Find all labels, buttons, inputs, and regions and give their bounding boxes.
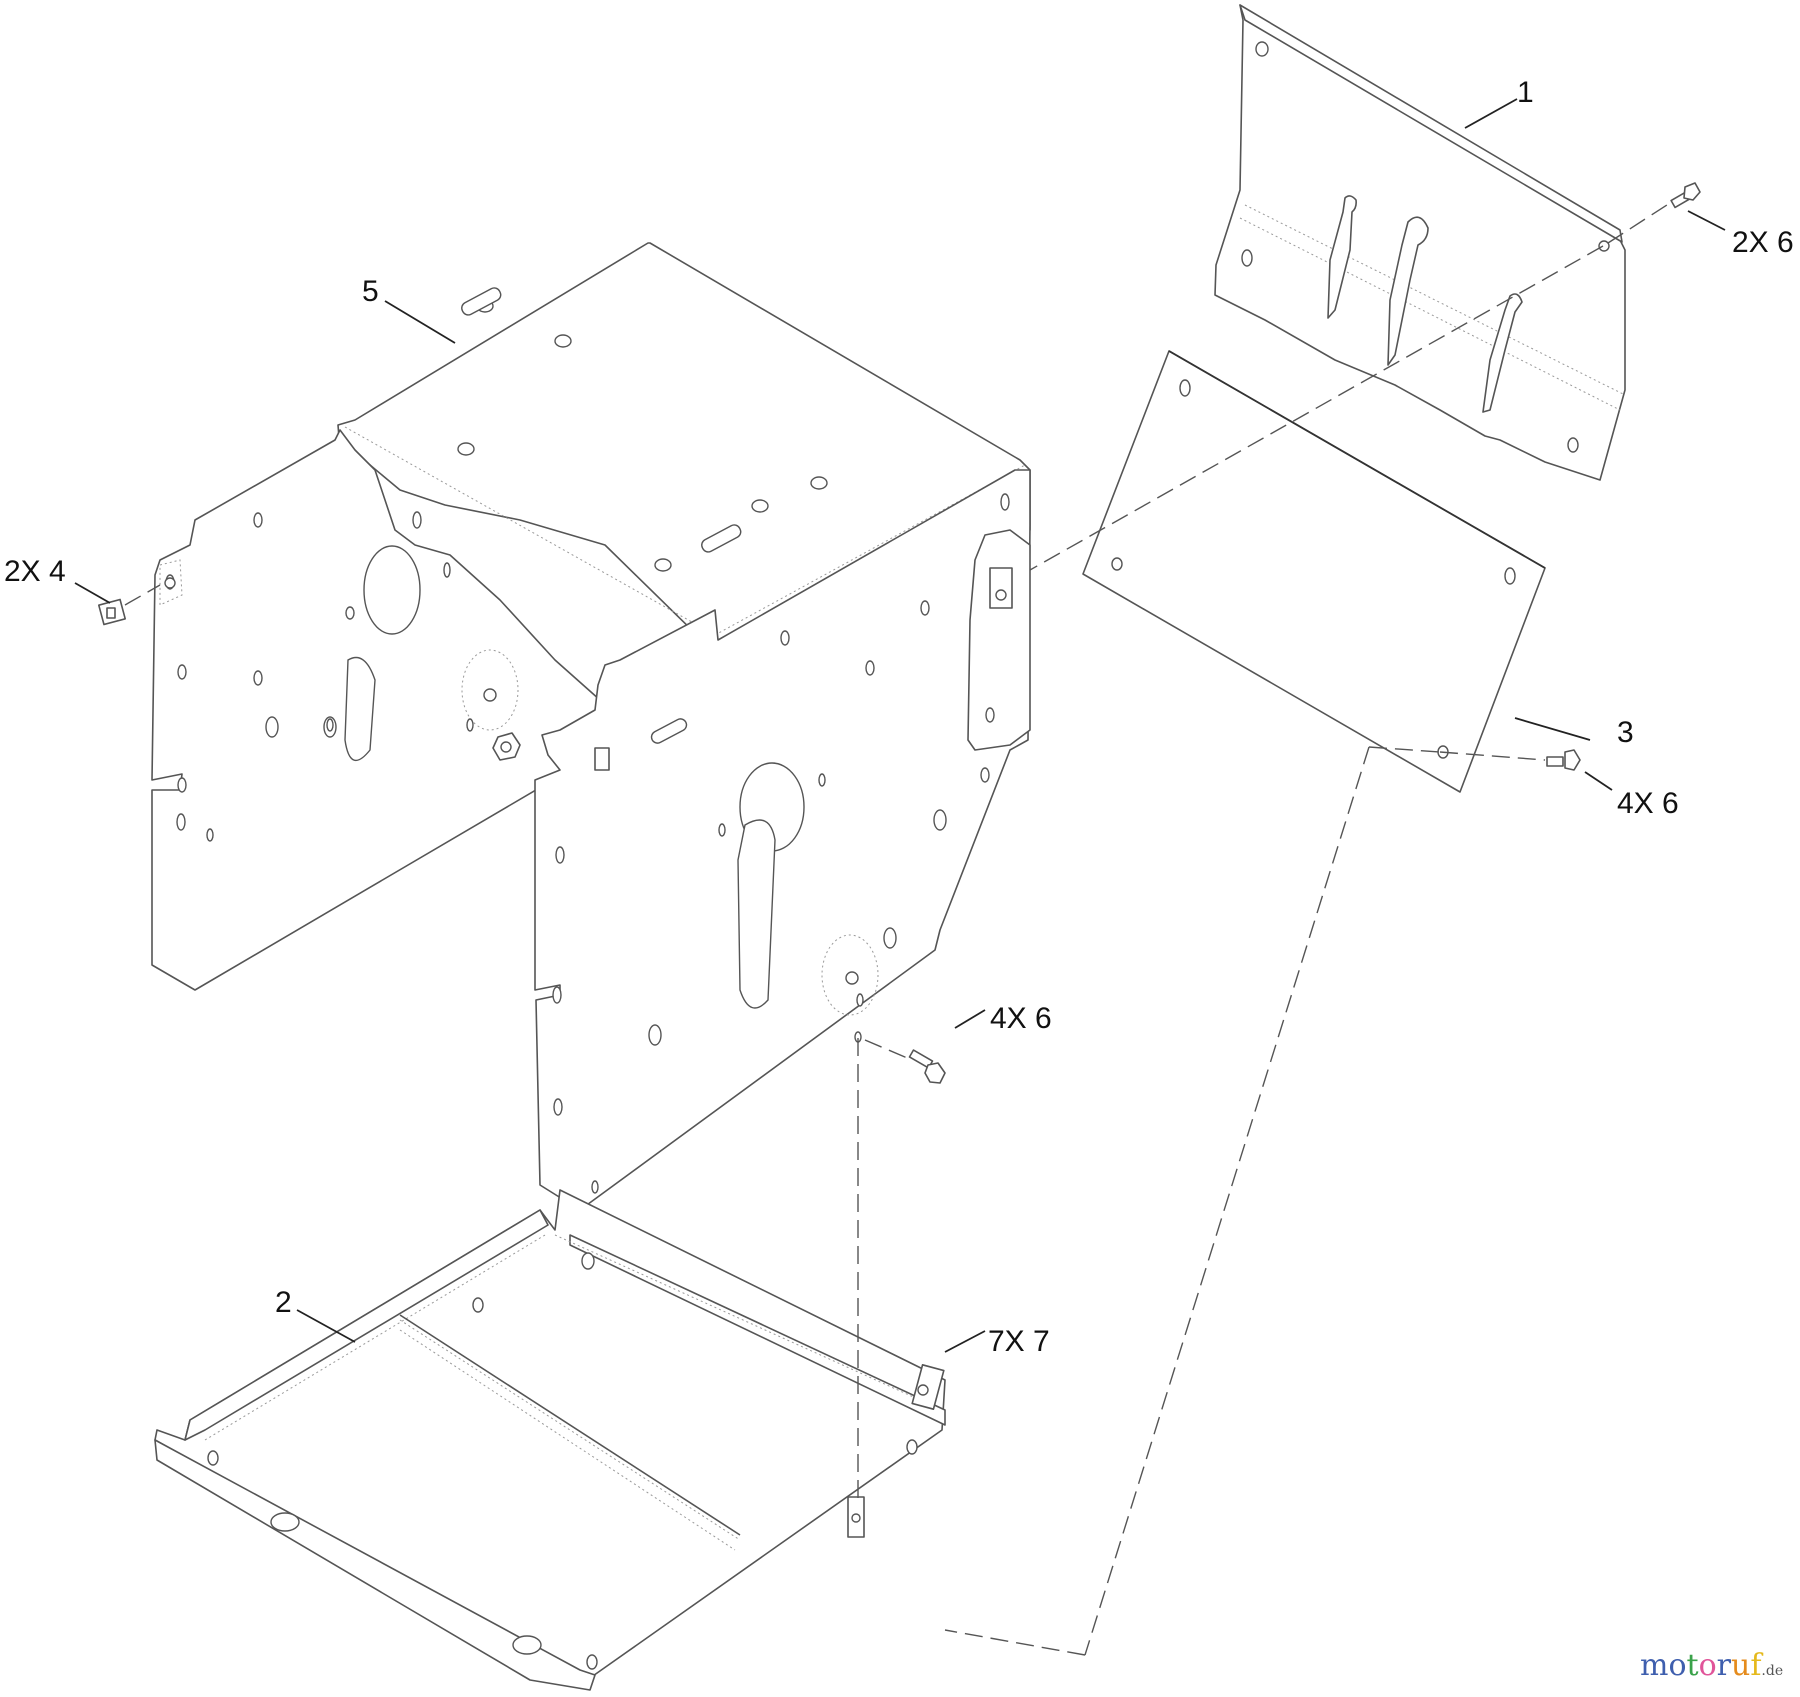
callout-part-1: 1 bbox=[1517, 76, 1534, 109]
callout-2x4-clip: 2X 4 bbox=[4, 555, 66, 588]
watermark-letter: f bbox=[1750, 1648, 1762, 1683]
callout-4x6-bolt-upper: 4X 6 bbox=[1617, 787, 1679, 820]
watermark-letter: t bbox=[1686, 1648, 1699, 1683]
watermark-letter: o bbox=[1698, 1648, 1717, 1683]
part-5-housing bbox=[151, 242, 1031, 1211]
part-3-cover-plate bbox=[1082, 350, 1546, 793]
part-2-tray bbox=[154, 1189, 946, 1691]
fastener-bolt-4x6-lower bbox=[908, 1049, 946, 1084]
fastener-clip-7x7 bbox=[911, 1364, 945, 1410]
leader-lines bbox=[74, 98, 1726, 1353]
callout-4x6-bolt-lower: 4X 6 bbox=[990, 1002, 1052, 1035]
fastener-bolt-4x6-upper bbox=[1546, 749, 1581, 771]
callout-2x6-bolt: 2X 6 bbox=[1732, 226, 1794, 259]
watermark-suffix: .de bbox=[1761, 1663, 1784, 1679]
watermark-letter: m bbox=[1640, 1648, 1669, 1683]
callout-part-2: 2 bbox=[275, 1286, 292, 1319]
watermark-letter: u bbox=[1730, 1648, 1751, 1683]
assembly-lines bbox=[124, 202, 1671, 1656]
watermark-letter: r bbox=[1716, 1648, 1731, 1683]
callout-part-5: 5 bbox=[362, 275, 379, 308]
watermark-logo: motoruf.de bbox=[1640, 1648, 1783, 1683]
watermark-letter: o bbox=[1668, 1648, 1687, 1683]
fastener-clip-2x4 bbox=[97, 598, 127, 626]
part-1-deflector-plate bbox=[1214, 4, 1626, 481]
fastener-bolt-2x6 bbox=[1670, 182, 1701, 209]
callout-7x7-clip: 7X 7 bbox=[988, 1325, 1050, 1358]
callout-part-3: 3 bbox=[1617, 716, 1634, 749]
